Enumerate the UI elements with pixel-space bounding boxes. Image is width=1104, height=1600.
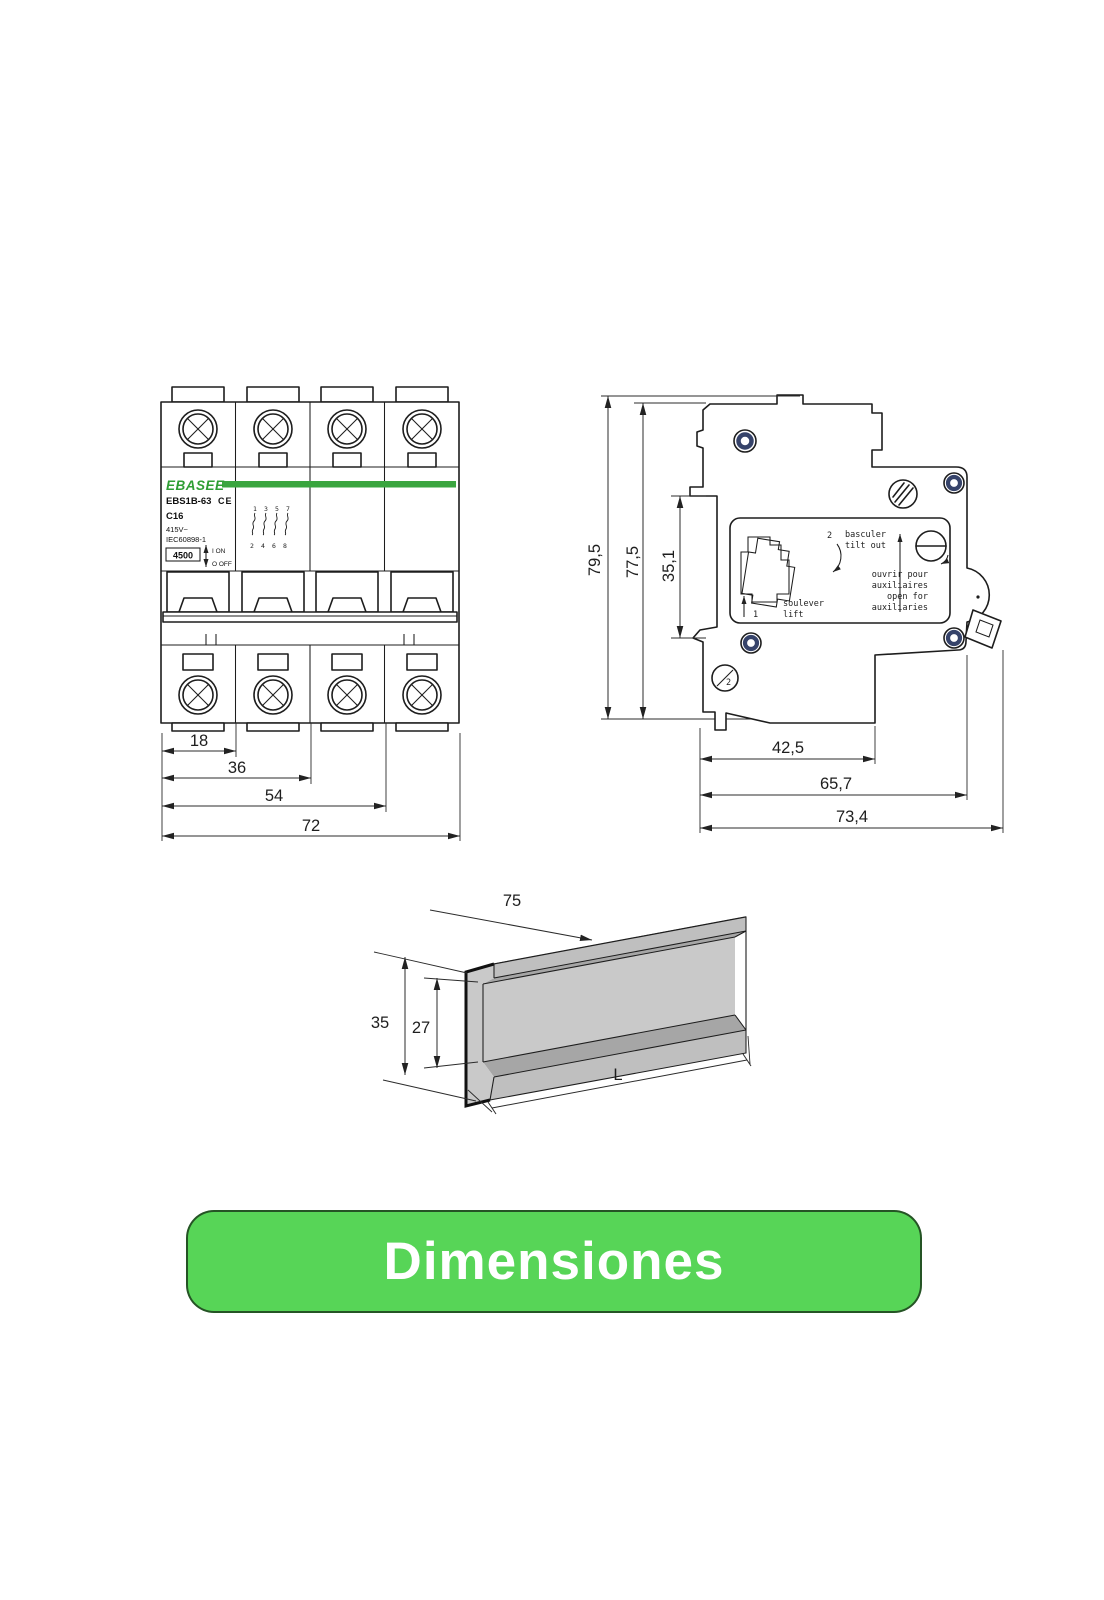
aux-en-1: open for bbox=[887, 592, 928, 602]
bottom-terminal-tabs bbox=[182, 653, 438, 671]
top-clamp-windows bbox=[183, 452, 437, 468]
dim-54-label: 54 bbox=[265, 787, 283, 805]
rail-web-face bbox=[483, 937, 735, 1062]
marking-symbol: 2 bbox=[711, 664, 739, 692]
brand-logo: EBASEE bbox=[166, 478, 225, 493]
on-label: I ON bbox=[212, 548, 226, 555]
lift-en: lift bbox=[783, 610, 803, 620]
voltage-label: 415V~ bbox=[166, 525, 189, 534]
front-dimensions: 18 36 54 72 bbox=[161, 723, 461, 841]
dim-35-label: 35 bbox=[371, 1014, 389, 1032]
step1-number: 1 bbox=[753, 610, 758, 620]
rail-dimensions: 75 35 27 L bbox=[371, 892, 752, 1115]
svg-text:5: 5 bbox=[275, 505, 279, 513]
tilt-arrow bbox=[832, 543, 842, 573]
instruction-panel: 1 2 basculer tilt out ouvrir pour auxili… bbox=[729, 517, 951, 624]
off-label: O OFF bbox=[212, 561, 232, 568]
toggle-lever bbox=[964, 595, 1002, 649]
tilt-out-en: tilt out bbox=[845, 541, 886, 551]
dim-72-label: 72 bbox=[302, 817, 320, 835]
mini-breaker-pictogram bbox=[740, 536, 796, 608]
side-depth-dimensions: 42,5 65,7 73,4 bbox=[699, 650, 1004, 833]
bottom-feet bbox=[171, 722, 449, 732]
front-view: EBASEE EBS1B-63 CE C16 415V~ IEC60898-1 … bbox=[160, 386, 461, 841]
breaking-capacity-label: 4500 bbox=[173, 551, 193, 561]
svg-text:6: 6 bbox=[272, 542, 276, 550]
top-terminal-screws bbox=[178, 409, 442, 449]
svg-text:2: 2 bbox=[726, 678, 731, 688]
dim-27-label: 27 bbox=[412, 1019, 430, 1037]
dim-77-5-label: 77,5 bbox=[624, 546, 642, 578]
dim-35-1-label: 35,1 bbox=[660, 550, 678, 582]
slotted-screw-icon bbox=[915, 530, 950, 565]
ce-mark: CE bbox=[218, 496, 233, 506]
dim-36-label: 36 bbox=[228, 759, 246, 777]
svg-text:4: 4 bbox=[261, 542, 265, 550]
dimensiones-button-label: Dimensiones bbox=[383, 1232, 725, 1291]
dim-73-4-label: 73,4 bbox=[836, 808, 868, 826]
pole-circuit-symbols: 1 3 5 7 2 4 6 8 bbox=[250, 505, 290, 550]
lift-fr: soulever bbox=[783, 599, 824, 609]
breaking-capacity-box bbox=[165, 547, 201, 562]
dim-42-5-label: 42,5 bbox=[772, 739, 804, 757]
hatched-screw-icon bbox=[888, 479, 918, 509]
svg-text:8: 8 bbox=[283, 542, 287, 550]
curve-rating-label: C16 bbox=[166, 511, 183, 522]
brand-stripe bbox=[222, 481, 456, 488]
svg-text:7: 7 bbox=[286, 505, 290, 513]
dim-79-5-label: 79,5 bbox=[586, 544, 604, 576]
svg-text:1: 1 bbox=[253, 505, 257, 513]
din-rail-view: 75 35 27 L bbox=[371, 892, 752, 1115]
dim-75-label: 75 bbox=[503, 892, 521, 910]
dim-L-label: L bbox=[613, 1066, 622, 1084]
dim-18-label: 18 bbox=[190, 732, 208, 750]
handle-tie-bar bbox=[161, 611, 459, 646]
dimensiones-button[interactable]: Dimensiones bbox=[186, 1210, 922, 1313]
dim-65-7-label: 65,7 bbox=[820, 775, 852, 793]
rivets bbox=[733, 429, 965, 654]
toggle-handles bbox=[166, 571, 454, 613]
standard-label: IEC60898-1 bbox=[166, 535, 206, 544]
svg-text:3: 3 bbox=[264, 505, 268, 513]
bottom-terminal-screws bbox=[178, 675, 442, 715]
svg-text:2: 2 bbox=[250, 542, 254, 550]
side-height-dimensions: 79,5 77,5 35,1 bbox=[586, 395, 800, 719]
rail-section-face bbox=[466, 964, 494, 1106]
side-view: 2 1 2 basculer tilt out ouvrir pour auxi… bbox=[586, 394, 1004, 833]
rail-bottom-flange bbox=[490, 1030, 746, 1100]
step2-number: 2 bbox=[827, 531, 832, 541]
model-label: EBS1B-63 bbox=[166, 496, 211, 507]
rail-edges bbox=[482, 930, 747, 1101]
tilt-out-fr: basculer bbox=[845, 530, 886, 540]
top-tabs bbox=[171, 386, 449, 403]
